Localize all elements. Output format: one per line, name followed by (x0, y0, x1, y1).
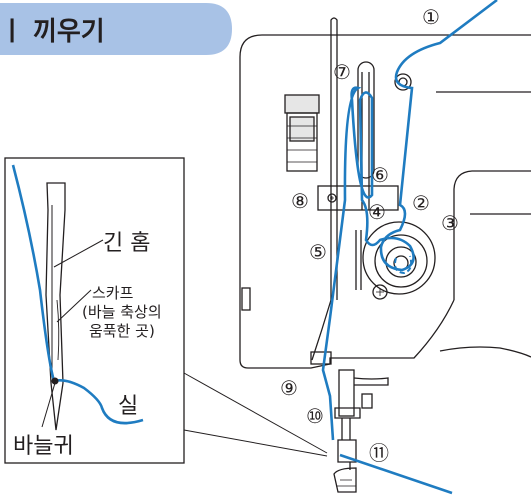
callout-2: ② (412, 191, 430, 215)
tension-guide (355, 230, 362, 290)
thread-path (321, 0, 498, 495)
selector-area (284, 94, 320, 172)
callout-8: ⑧ (291, 189, 309, 213)
header-banner: ㅣ 끼우기 (0, 3, 232, 55)
header-title: ㅣ 끼우기 (0, 17, 105, 47)
needle-inset: 긴 홈 스카프 (바늘 축상의 움푹한 곳) 실 바늘귀 (4, 157, 185, 464)
callout-6: ⑥ (371, 163, 389, 187)
callouts: ① ② ③ ④ ⑤ ⑥ ⑦ ⑧ ⑨ ⑩ ⑪ (280, 5, 459, 465)
thread-line (321, 0, 498, 441)
thread-tail (339, 453, 453, 495)
callout-10: ⑩ (306, 404, 324, 428)
callout-4: ④ (368, 200, 386, 224)
tension-dial (362, 221, 436, 300)
machine-body-outline (239, 34, 531, 369)
leader-scarf (56, 289, 92, 323)
take-up-slot (357, 61, 375, 179)
inset-connectors (183, 372, 328, 457)
header-banner-shape (0, 3, 232, 55)
callout-9: ⑨ (280, 376, 298, 400)
leader-long-groove (53, 239, 104, 268)
label-long-groove: 긴 홈 (103, 231, 150, 256)
callout-7: ⑦ (333, 60, 351, 84)
label-scarf-line3: 움푹한 곳) (89, 322, 155, 340)
thread-bobbin-dash (394, 255, 413, 275)
machine-bed (439, 346, 531, 358)
thread-guide-plate (317, 185, 399, 211)
needle-bar-housing (311, 17, 338, 361)
label-thread: 실 (118, 394, 138, 419)
sewing-machine (239, 17, 531, 493)
needle-eye-marker (51, 377, 59, 385)
label-needle-eye: 바늘귀 (13, 434, 74, 459)
callout-1: ① (422, 5, 440, 29)
label-scarf-line1: 스카프 (92, 284, 134, 302)
label-scarf-line2: (바늘 축상의 (82, 303, 162, 321)
callout-3: ③ (441, 211, 459, 235)
inset-frame (4, 157, 185, 464)
leader-needle-eye (41, 382, 56, 428)
thread-guide-1 (394, 73, 412, 91)
callout-5: ⑤ (309, 240, 327, 264)
machine-side-bracket (241, 287, 251, 311)
callout-11: ⑪ (369, 441, 389, 465)
machine-right-panel (453, 170, 531, 300)
needle-scarf (56, 299, 60, 361)
